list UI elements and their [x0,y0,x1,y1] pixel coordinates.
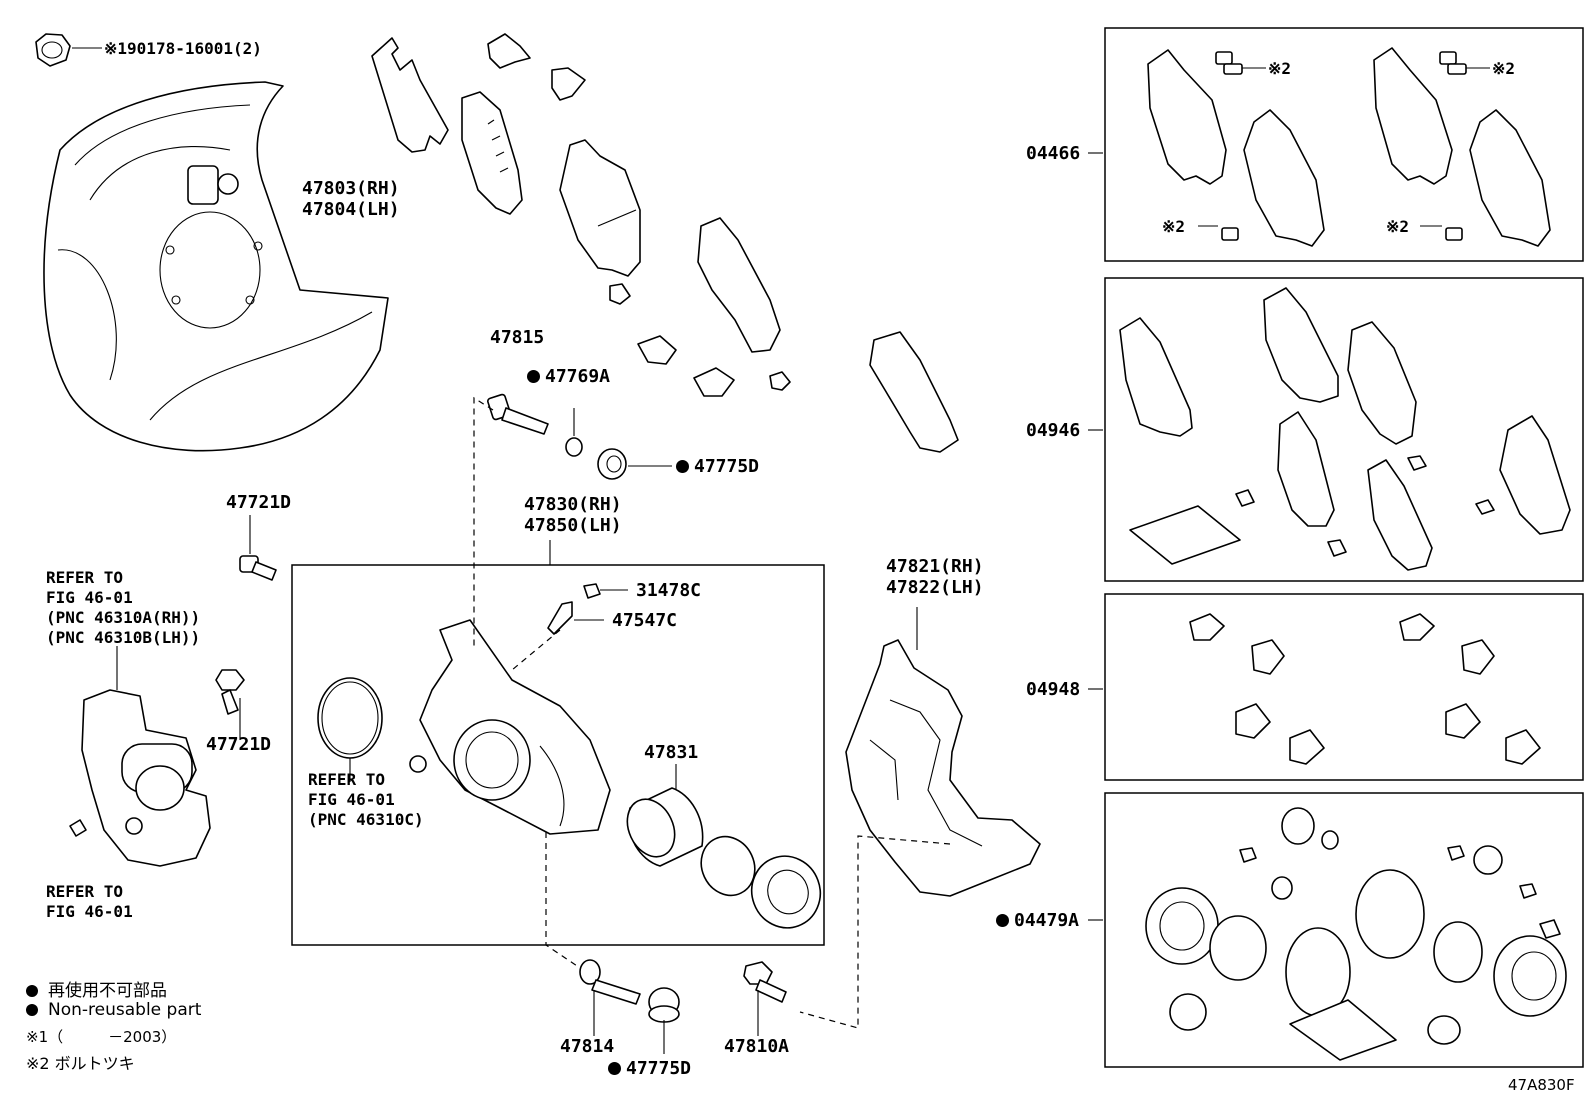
bolt-note-4: ※2 [1386,217,1410,236]
legend-note2: ※2 ボルトツキ [26,1054,135,1073]
nut-shape [35,33,71,67]
label-kit-04466: 04466 [1026,143,1081,164]
piston-shape [626,787,822,929]
kit-box-04946 [1104,277,1584,582]
label-bleeder-47547C: 47547C [612,610,678,631]
kit-04479A-seals [1145,807,1567,1061]
clip-shape [69,819,87,837]
refer-actuator: REFER TO FIG 46-01 (PNC 46310A(RH)) (PNC… [46,568,201,647]
label-mount-lh: 47822(LH) [886,577,984,598]
label-boot-47775D-top: 47775D [676,456,759,477]
label-nut: ※190178-16001(2) [104,39,262,58]
non-reusable-dot [26,1004,38,1016]
pin-47815-shape [487,393,627,480]
dust-cover-shape [43,81,389,452]
caliper-shape [317,583,611,835]
label-pin-47814: 47814 [560,1036,615,1057]
kit-box-04948 [1104,593,1584,781]
kit-box-04479A [1104,792,1584,1068]
bolt-47721D-top-shape [239,555,277,581]
label-pin-47815: 47815 [490,327,545,348]
bolt-note-2: ※2 [1492,59,1516,78]
label-dust-cover-rh: 47803(RH) [302,178,400,199]
boot-47775D-bottom-shape [648,987,680,1023]
pin-47814-shape [579,959,641,1005]
pads-upper-group [371,33,959,453]
label-kit-04948: 04948 [1026,679,1081,700]
bolt-47721D-mid-shape [215,669,245,715]
label-kit-04479A: 04479A [996,910,1079,931]
bolt-note-1: ※2 [1268,59,1292,78]
mount-shape [845,639,1041,897]
figure-code: 47A830F [1508,1076,1575,1094]
label-kit-04946: 04946 [1026,420,1081,441]
non-reusable-dot [676,460,689,473]
non-reusable-dot [527,370,540,383]
non-reusable-dot [26,985,38,997]
label-bush-47769A: 47769A [527,366,610,387]
kit-box-04466 [1104,27,1584,262]
bolt-note-3: ※2 [1162,217,1186,236]
kit-04946-pads [1119,287,1571,571]
label-piston-47831: 47831 [644,742,699,763]
bolt-47810A-shape [743,961,787,1003]
label-bolt-47721D-top: 47721D [226,492,292,513]
caliper-box [291,564,825,946]
label-caliper-lh: 47850(LH) [524,515,622,536]
non-reusable-dot [996,914,1009,927]
refer-seal-ring: REFER TO FIG 46-01 (PNC 46310C) [308,770,424,829]
non-reusable-dot [608,1062,621,1075]
kit-04466-pads [1147,47,1551,247]
label-mount-rh: 47821(RH) [886,556,984,577]
legend-jp: 再使用不可部品 [26,976,167,1001]
label-bolt-47721D-mid: 47721D [206,734,272,755]
legend-en: Non-reusable part [26,1000,201,1020]
label-boot-47775D-bottom: 47775D [608,1058,691,1079]
label-cap-31478C: 31478C [636,580,702,601]
refer-clip: REFER TO FIG 46-01 [46,882,133,921]
label-dust-cover-lh: 47804(LH) [302,199,400,220]
label-caliper-rh: 47830(RH) [524,494,622,515]
actuator-shape [81,689,211,867]
legend-note1: ※1（ －2003） [26,1028,177,1046]
kit-04948-clips [1189,613,1541,765]
label-bolt-47810A: 47810A [724,1036,790,1057]
